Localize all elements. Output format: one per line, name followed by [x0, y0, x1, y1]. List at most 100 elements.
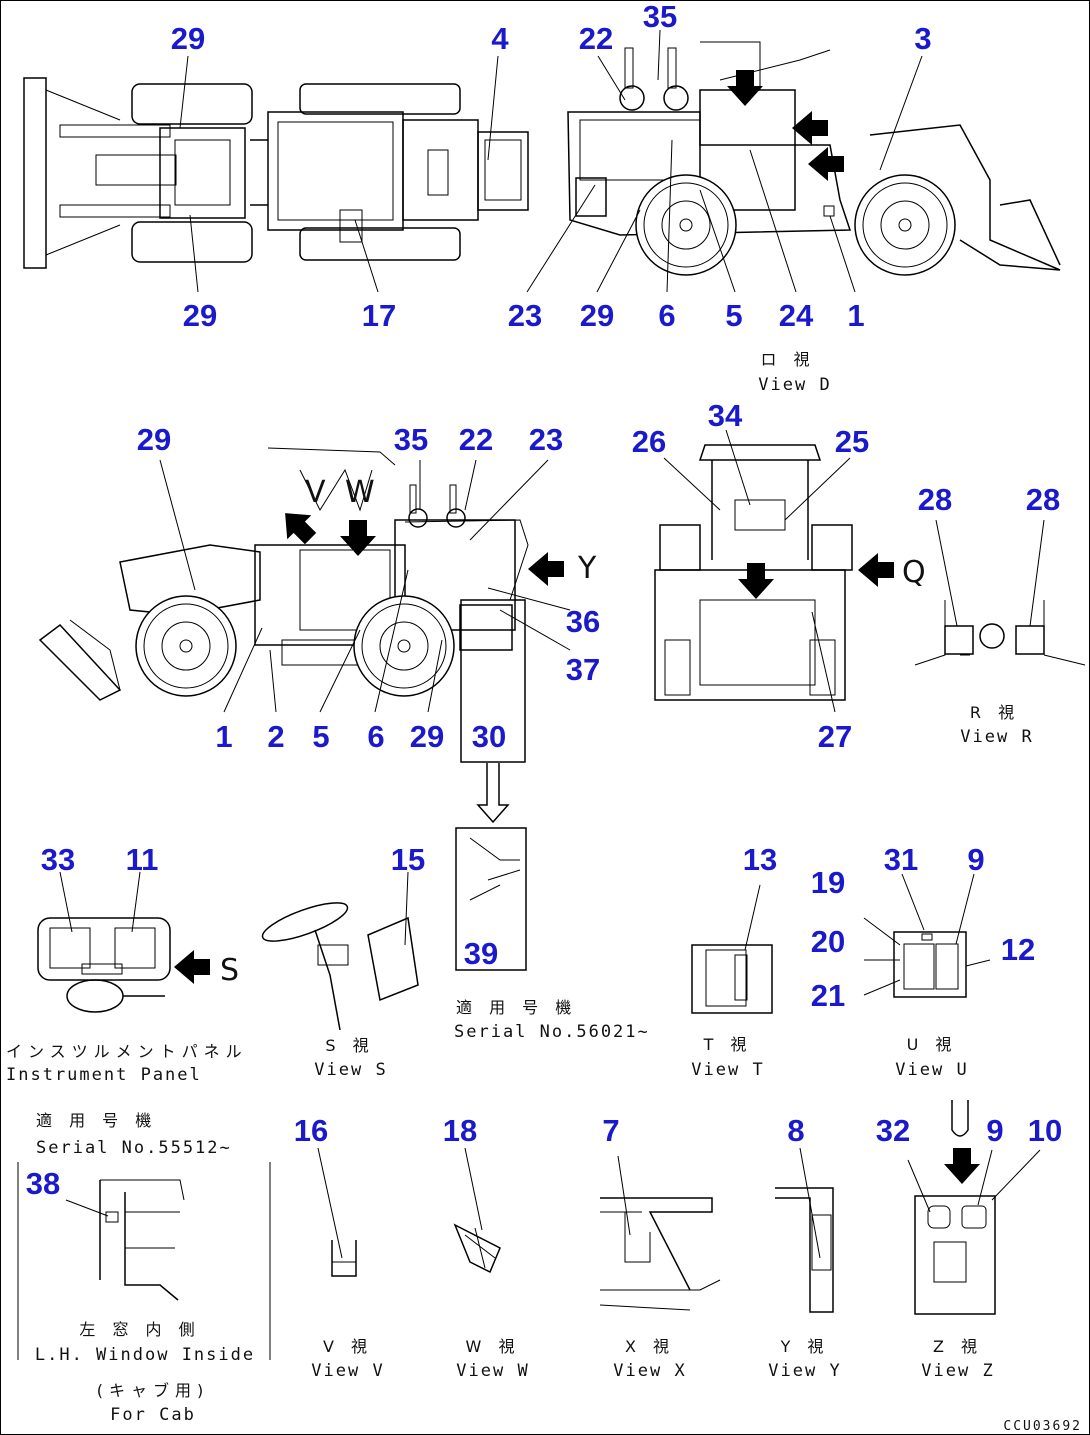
- serial-b-jp: 適 用 号 機: [36, 1111, 157, 1130]
- panel-caption-jp: インスツルメントパネル: [6, 1042, 248, 1061]
- view-r-caption: View R: [960, 727, 1033, 747]
- side-view-leaders: [159, 459, 571, 713]
- callout-25: 25: [835, 424, 869, 459]
- leader-line: [65, 1199, 109, 1217]
- view-letter-v: V: [305, 475, 326, 510]
- callout-13: 13: [743, 842, 777, 877]
- view-arrow: [340, 520, 376, 556]
- leader-line: [744, 884, 761, 951]
- callout-29: 29: [410, 719, 444, 754]
- callout-27: 27: [818, 719, 852, 754]
- view-v-drawing: [331, 1240, 357, 1277]
- callout-4: 4: [491, 21, 509, 56]
- view-u-leaders: [863, 873, 991, 996]
- callout-17: 17: [362, 298, 396, 333]
- leader-line: [464, 1147, 483, 1231]
- callout-19: 19: [811, 865, 845, 900]
- view-letter-s: S: [220, 953, 239, 988]
- view-y-drawing: [775, 1187, 834, 1313]
- callout-28: 28: [1026, 482, 1060, 517]
- view-z-drawing: [914, 1195, 996, 1315]
- callout-28: 28: [918, 482, 952, 517]
- view-letter-y: Y: [577, 551, 597, 586]
- callout-22: 22: [579, 21, 613, 56]
- leader-line: [404, 871, 409, 946]
- cab-caption-jp: (キャブ用): [97, 1381, 210, 1400]
- callout-6: 6: [367, 719, 384, 754]
- leader-line: [131, 871, 141, 933]
- callout-35: 35: [643, 0, 677, 34]
- view-w-drawing: [453, 1223, 501, 1274]
- callout-12: 12: [1001, 932, 1035, 967]
- view-d-caption-jp: ロ 視: [760, 350, 815, 369]
- view-z-caption: View Z: [921, 1361, 994, 1381]
- rear-view-machine: [654, 444, 853, 701]
- callout-16: 16: [294, 1113, 328, 1148]
- callout-26: 26: [632, 424, 666, 459]
- view-letter-q: Q: [902, 555, 926, 590]
- view-d-caption: View D: [758, 375, 831, 395]
- leader-line: [799, 1147, 821, 1259]
- callout-29: 29: [137, 422, 171, 457]
- view-x-drawing: [599, 1197, 721, 1311]
- side-view-machine: [38, 447, 529, 701]
- callout-9: 9: [967, 842, 984, 877]
- callout-33: 33: [41, 842, 75, 877]
- view-d-machine: [567, 41, 1061, 276]
- instrument-panel-drawing: [37, 917, 171, 1013]
- callout-37: 37: [566, 652, 600, 687]
- callout-21: 21: [811, 978, 845, 1013]
- view-arrow: [858, 553, 894, 587]
- detail-39-drawing: [469, 837, 521, 901]
- callout-8: 8: [787, 1113, 804, 1148]
- callout-36: 36: [566, 604, 600, 639]
- callout-20: 20: [811, 924, 845, 959]
- view-u-drawing: [893, 931, 967, 998]
- view-arrow: [738, 563, 774, 599]
- leader-line: [59, 871, 73, 933]
- leader-line: [317, 1147, 343, 1259]
- window-caption-jp: 左 窓 内 側: [79, 1320, 200, 1339]
- callout-29: 29: [171, 21, 205, 56]
- callout-35: 35: [394, 422, 428, 457]
- view-z-leaders: [907, 1149, 1041, 1213]
- window-caption: L.H. Window Inside: [35, 1345, 255, 1365]
- view-y-caption: View Y: [768, 1361, 841, 1381]
- view-arrow: [792, 111, 828, 145]
- callout-23: 23: [529, 422, 563, 457]
- view-y-caption-jp: Y 視: [780, 1337, 830, 1356]
- view-r-caption-jp: R 視: [970, 703, 1020, 722]
- view-x-caption-jp: X 視: [625, 1337, 675, 1356]
- cab-caption: For Cab: [110, 1405, 196, 1425]
- view-s-drawing: [261, 902, 419, 1031]
- callout-22: 22: [459, 422, 493, 457]
- detail-box: [460, 599, 526, 763]
- callout-24: 24: [779, 298, 814, 333]
- view-d-leaders: [526, 29, 923, 293]
- serial-a-jp: 適 用 号 機: [456, 998, 577, 1017]
- view-arrow: [528, 552, 564, 586]
- view-z-caption-jp: Z 視: [933, 1337, 983, 1356]
- view-v-caption: View V: [311, 1361, 384, 1381]
- callout-1: 1: [847, 298, 864, 333]
- panel-caption: Instrument Panel: [6, 1065, 202, 1085]
- callout-5: 5: [312, 719, 329, 754]
- callout-32: 32: [876, 1113, 910, 1148]
- view-letter-u-mark: [951, 1100, 969, 1137]
- leader-line: [617, 1155, 631, 1236]
- view-arrow: [808, 147, 844, 181]
- drawing-code: CCU03692: [1003, 1419, 1082, 1434]
- callout-10: 10: [1028, 1113, 1062, 1148]
- callout-2: 2: [267, 719, 284, 754]
- view-x-caption: View X: [613, 1361, 686, 1381]
- callout-34: 34: [708, 398, 743, 433]
- view-r-detail: [914, 600, 1086, 666]
- callout-38: 38: [26, 1166, 60, 1201]
- callout-29: 29: [580, 298, 614, 333]
- callout-6: 6: [658, 298, 675, 333]
- callout-18: 18: [443, 1113, 477, 1148]
- view-w-caption: View W: [456, 1361, 529, 1381]
- view-t-caption: View T: [691, 1060, 764, 1080]
- callout-9: 9: [986, 1113, 1003, 1148]
- callout-7: 7: [602, 1113, 619, 1148]
